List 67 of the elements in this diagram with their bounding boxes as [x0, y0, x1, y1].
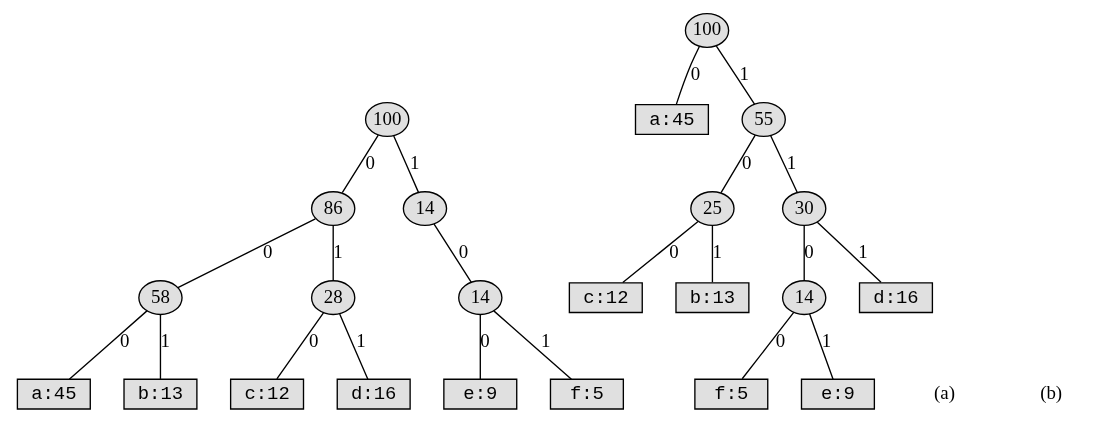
connector — [432, 223, 472, 283]
connector — [492, 310, 572, 380]
node-box: d:16 — [336, 378, 411, 410]
connector — [332, 225, 334, 282]
connector — [176, 218, 316, 289]
node-ellipse: 14 — [457, 280, 503, 316]
connector — [741, 311, 794, 380]
connector — [816, 221, 882, 283]
node-ellipse: 100 — [364, 101, 409, 138]
edge-label: 1 — [738, 62, 749, 84]
edge-label: 0 — [479, 330, 490, 352]
edge-label: 0 — [803, 241, 814, 263]
edge-label: 1 — [786, 152, 796, 174]
connector — [769, 134, 798, 193]
label: (a) — [933, 382, 955, 404]
node-box: e:9 — [800, 378, 875, 410]
node-ellipse: 58 — [137, 280, 183, 316]
connector — [808, 313, 834, 380]
node-box: d:16 — [858, 282, 933, 314]
edge-label: 0 — [775, 330, 785, 352]
connector — [675, 45, 700, 106]
connector — [715, 45, 755, 105]
node-box: e:9 — [442, 378, 517, 410]
node-box: c:12 — [568, 282, 643, 314]
connector — [392, 135, 419, 194]
edge-label: 0 — [262, 241, 272, 263]
connector — [719, 134, 756, 194]
edge-label: 0 — [458, 241, 468, 263]
edge-label: 0 — [308, 330, 318, 352]
edge-label: 1 — [355, 330, 366, 352]
connector — [621, 220, 699, 284]
node-box: a:45 — [634, 104, 709, 136]
connector — [803, 225, 805, 282]
edge-label: 1 — [409, 152, 420, 174]
connector — [479, 314, 481, 380]
connector — [275, 312, 324, 380]
edge-label: 1 — [159, 330, 170, 352]
edge-label: 0 — [668, 241, 679, 263]
node-box: a:45 — [16, 378, 91, 410]
node-ellipse: 30 — [781, 191, 826, 227]
connector — [159, 314, 161, 380]
node-box: f:5 — [549, 378, 624, 410]
edge-label: 1 — [711, 241, 722, 263]
node-ellipse: 55 — [740, 101, 786, 138]
node-ellipse: 25 — [689, 191, 735, 227]
node-ellipse: 86 — [310, 191, 355, 227]
edge-label: 1 — [540, 330, 550, 352]
edge-label: 0 — [690, 62, 700, 84]
edge-label: 1 — [857, 241, 868, 263]
edge-label: 1 — [332, 241, 343, 263]
node-ellipse: 14 — [402, 191, 447, 227]
node-ellipse: 28 — [310, 280, 355, 316]
edge-label: 0 — [119, 330, 129, 352]
node-box: b:13 — [122, 378, 198, 410]
connector — [341, 134, 379, 194]
label: (b) — [1039, 382, 1062, 404]
node-ellipse: 14 — [781, 280, 826, 316]
node-ellipse: 100 — [684, 12, 729, 48]
edge-label: 0 — [741, 152, 752, 174]
connector — [68, 310, 148, 380]
edge-label: 0 — [365, 152, 375, 174]
node-box: c:12 — [229, 378, 304, 410]
edge-label: 1 — [821, 330, 831, 352]
node-box: f:5 — [693, 378, 768, 410]
connector — [711, 225, 713, 283]
connector — [338, 313, 369, 380]
node-box: b:13 — [674, 282, 750, 314]
